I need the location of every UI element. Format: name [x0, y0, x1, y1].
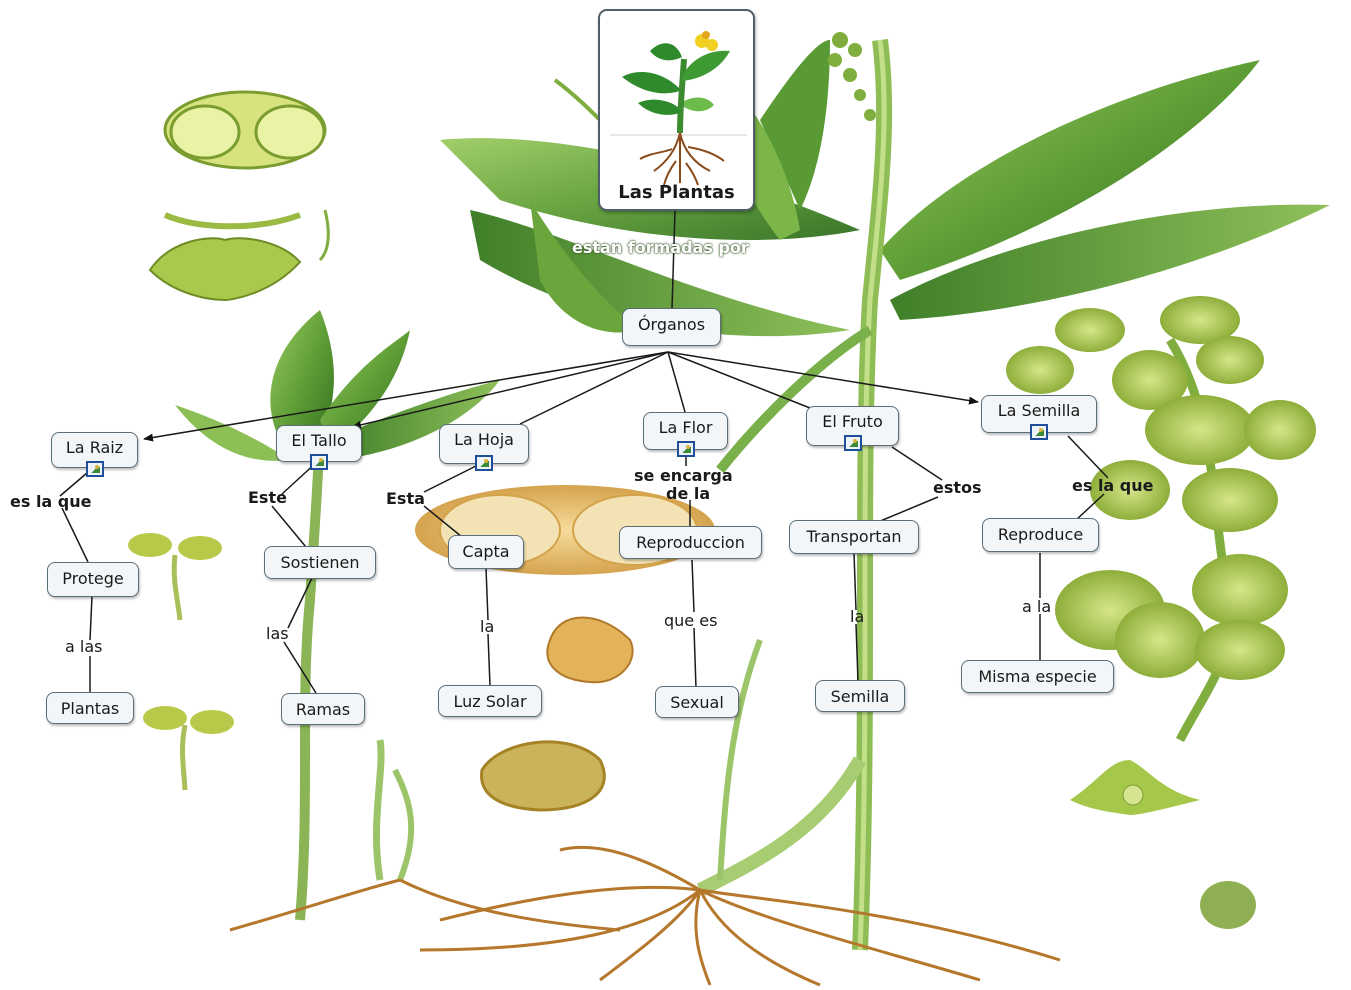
flor-link-label: se encarga [634, 466, 733, 485]
link-organs-tallo [352, 352, 668, 427]
tallo-link2-label: las [266, 624, 289, 643]
reproduccion-label: Reproduccion [636, 533, 745, 552]
reproduccion-node[interactable]: Reproduccion [619, 526, 762, 559]
image-icon[interactable] [475, 455, 493, 471]
root-title: Las Plantas [600, 182, 753, 203]
link-organs-flor [668, 352, 685, 412]
semilla-node[interactable]: La Semilla [981, 395, 1097, 433]
transportan-node[interactable]: Transportan [789, 520, 919, 554]
raiz-node[interactable]: La Raiz [51, 432, 138, 468]
sostienen-label: Sostienen [281, 553, 360, 572]
fruto-node[interactable]: El Fruto [806, 406, 899, 446]
sostienen-node[interactable]: Sostienen [264, 546, 376, 579]
transportan-label: Transportan [806, 527, 901, 546]
link-organs-fruto [668, 352, 810, 408]
image-icon[interactable] [1030, 424, 1048, 440]
sexual-label: Sexual [670, 693, 724, 712]
flor-node[interactable]: La Flor [643, 412, 728, 450]
image-icon[interactable] [310, 454, 328, 470]
image-icon[interactable] [677, 441, 695, 457]
hoja-link2-label: la [480, 617, 494, 636]
sexual-node[interactable]: Sexual [655, 686, 739, 718]
reproduce-label: Reproduce [998, 525, 1083, 544]
raiz-link2-label: a las [65, 637, 102, 656]
tallo-link-label: Este [248, 488, 287, 507]
raiz-label: La Raiz [66, 438, 123, 457]
plantas-label: Plantas [61, 699, 119, 718]
ramas-label: Ramas [296, 700, 350, 719]
image-icon[interactable] [86, 461, 104, 477]
tallo-label: El Tallo [291, 431, 346, 450]
capta-label: Capta [462, 542, 509, 561]
link-organs-semilla [668, 352, 978, 402]
organs-label: Órganos [638, 315, 705, 334]
protege-node[interactable]: Protege [47, 562, 139, 597]
fruto-link2-label: la [850, 607, 864, 626]
reproduce-node[interactable]: Reproduce [982, 518, 1099, 552]
hoja-link-label: Esta [386, 489, 425, 508]
luz-solar-node[interactable]: Luz Solar [438, 685, 542, 717]
hoja-label: La Hoja [454, 430, 514, 449]
raiz-link-label: es la que [10, 492, 92, 511]
root-link-label: estan formadas por [572, 238, 749, 257]
link-root-organs [672, 211, 675, 308]
luz-solar-label: Luz Solar [453, 692, 526, 711]
misma-especie-node[interactable]: Misma especie [961, 660, 1114, 693]
link-organs-raiz [144, 352, 668, 439]
hoja-node[interactable]: La Hoja [439, 424, 529, 464]
capta-node[interactable]: Capta [448, 535, 524, 569]
plant-icon [610, 29, 747, 187]
ramas-node[interactable]: Ramas [281, 693, 365, 725]
organs-node[interactable]: Órganos [622, 308, 721, 346]
semilla-concept-label: Semilla [831, 687, 890, 706]
flor-link2-label: que es [664, 611, 717, 630]
flor-link-label-2: de la [666, 484, 710, 503]
semilla-link2-label: a la [1022, 597, 1051, 616]
plantas-node[interactable]: Plantas [46, 692, 134, 724]
semilla-link-label: es la que [1072, 476, 1154, 495]
image-icon[interactable] [844, 435, 862, 451]
tallo-node[interactable]: El Tallo [276, 425, 362, 462]
root-node[interactable]: Las Plantas [598, 9, 755, 211]
semilla-concept-node[interactable]: Semilla [815, 680, 905, 712]
protege-label: Protege [62, 569, 124, 588]
flor-label: La Flor [659, 418, 713, 437]
fruto-link-label: estos [933, 478, 982, 497]
misma-especie-label: Misma especie [978, 667, 1096, 686]
fruto-label: El Fruto [822, 412, 882, 431]
semilla-label: La Semilla [998, 401, 1081, 420]
